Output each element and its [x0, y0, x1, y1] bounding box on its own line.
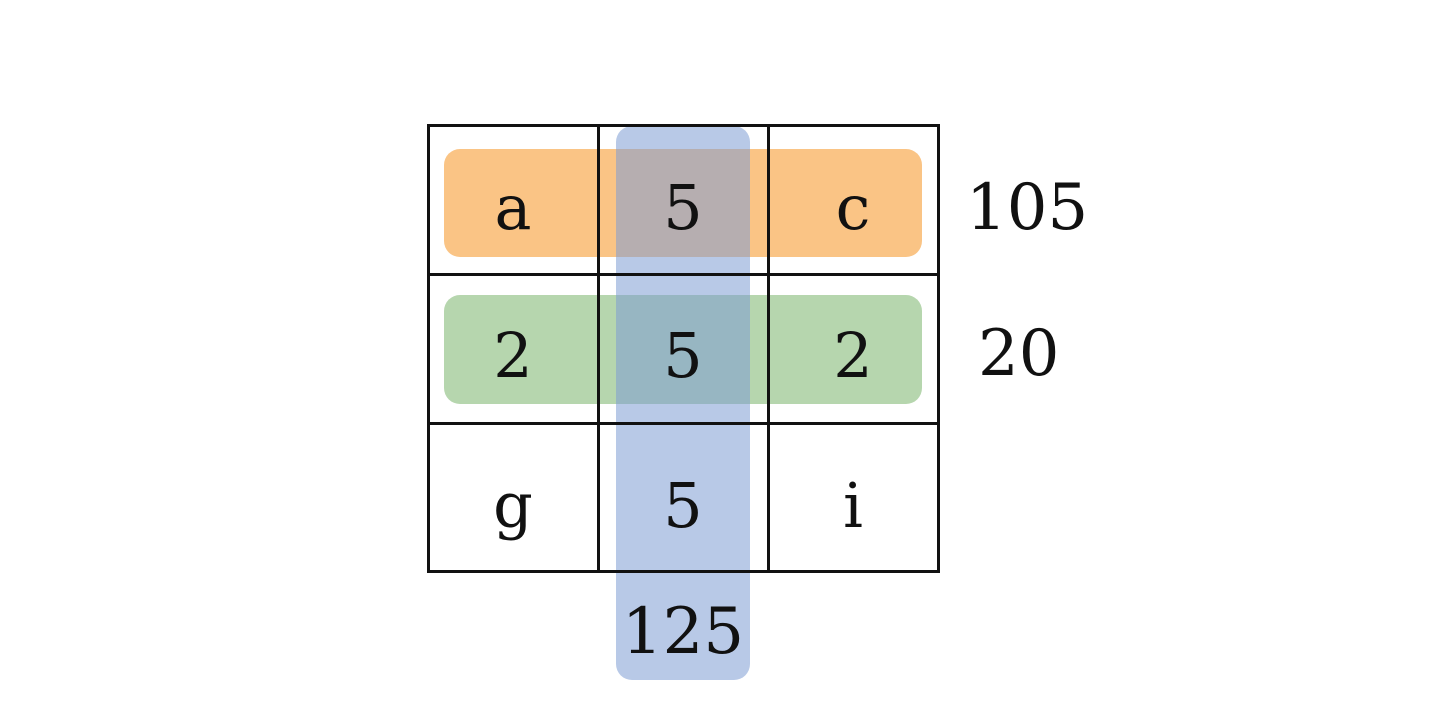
cell-r3-c3: i	[843, 469, 863, 542]
grid-divider-horizontal-1	[427, 273, 940, 276]
cell-r2-c1: 2	[493, 319, 533, 392]
cell-r1-c3: c	[835, 171, 871, 244]
grid-divider-vertical-2	[767, 124, 770, 573]
row-1-sum: 105	[966, 171, 1089, 245]
row-2-sum: 20	[978, 317, 1060, 391]
cell-r3-c1: g	[493, 469, 533, 542]
cell-r1-c2: 5	[663, 171, 703, 244]
cell-r2-c2: 5	[663, 319, 703, 392]
grid-divider-horizontal-2	[427, 422, 940, 425]
column-2-sum: 125	[621, 595, 745, 669]
grid-border	[427, 124, 940, 573]
cell-r1-c1: a	[494, 171, 532, 244]
cell-r2-c3: 2	[833, 319, 873, 392]
column-2-highlight	[616, 126, 750, 680]
grid-divider-vertical-1	[597, 124, 600, 573]
cell-r3-c2: 5	[663, 469, 703, 542]
